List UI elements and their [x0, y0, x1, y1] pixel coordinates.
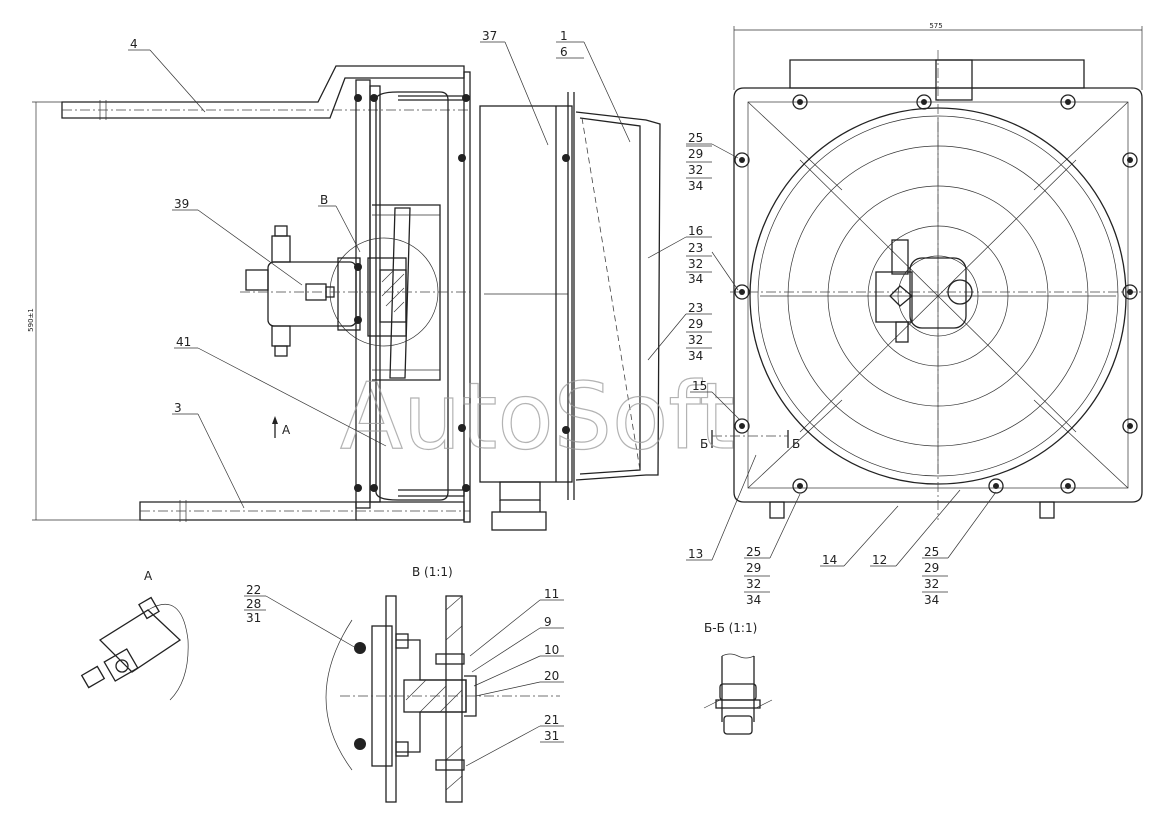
callout-22: 22: [246, 583, 261, 597]
view-b-detail: В (1:1): [325, 565, 560, 803]
callout-32-low: 32: [688, 333, 703, 347]
cut-label-b-right: Б: [792, 437, 800, 451]
callout-16: 16: [688, 224, 703, 238]
callout-25-bl: 25: [746, 545, 761, 559]
view-a-arrow-label: A: [282, 423, 291, 437]
height-dimension-text: 590±1: [27, 308, 35, 332]
side-view: [61, 65, 661, 531]
callout-21: 21: [544, 713, 559, 727]
callout-15: 15: [692, 379, 707, 393]
callout-34-top: 34: [688, 179, 703, 193]
front-view: 575: [700, 22, 1144, 520]
bolt-heads: [734, 94, 1138, 494]
leader-lines: [128, 41, 997, 767]
callout-11: 11: [544, 587, 559, 601]
callout-6: 6: [560, 45, 568, 59]
view-b-title: В (1:1): [412, 565, 453, 579]
callout-4: 4: [130, 37, 138, 51]
cut-label-b-left: Б: [700, 437, 708, 451]
view-a-title: A: [144, 569, 153, 583]
callout-31-right: 31: [544, 729, 559, 743]
callout-20: 20: [544, 669, 559, 683]
callout-41: 41: [176, 335, 191, 349]
callout-labels: 4 37 1 6 39 В 41 3 25 29 32 34 16 23 32 …: [130, 29, 939, 743]
width-dimension-text: 575: [929, 22, 942, 30]
callout-29-br: 29: [924, 561, 939, 575]
callout-34-br: 34: [924, 593, 939, 607]
section-bb-title: Б-Б (1:1): [704, 621, 757, 635]
callout-b: В: [320, 193, 328, 207]
callout-32-mid: 32: [688, 257, 703, 271]
callout-3: 3: [174, 401, 182, 415]
callout-9: 9: [544, 615, 552, 629]
callout-29-top: 29: [688, 147, 703, 161]
callout-14: 14: [822, 553, 837, 567]
callout-29-low: 29: [688, 317, 703, 331]
callout-23-low: 23: [688, 301, 703, 315]
callout-37: 37: [482, 29, 497, 43]
callout-34-low: 34: [688, 349, 703, 363]
callout-39: 39: [174, 197, 189, 211]
callout-34-bl: 34: [746, 593, 761, 607]
callout-12: 12: [872, 553, 887, 567]
callout-29-bl: 29: [746, 561, 761, 575]
callout-13: 13: [688, 547, 703, 561]
callout-1: 1: [560, 29, 568, 43]
label-underlines: [244, 41, 948, 743]
callout-28: 28: [246, 597, 261, 611]
view-a-detail: A: [80, 569, 189, 701]
view-a-arrow: A: [272, 416, 291, 438]
callout-25-top: 25: [688, 131, 703, 145]
callout-23-mid: 23: [688, 241, 703, 255]
callout-31-left: 31: [246, 611, 261, 625]
section-bb-detail: Б-Б (1:1): [703, 621, 773, 735]
height-dimension: 590±1: [27, 101, 140, 521]
callout-32-top: 32: [688, 163, 703, 177]
callout-32-br: 32: [924, 577, 939, 591]
callout-25-br: 25: [924, 545, 939, 559]
callout-34-mid: 34: [688, 272, 703, 286]
callout-10: 10: [544, 643, 559, 657]
watermark-text: AutoSoft: [340, 363, 735, 470]
callout-32-bl: 32: [746, 577, 761, 591]
